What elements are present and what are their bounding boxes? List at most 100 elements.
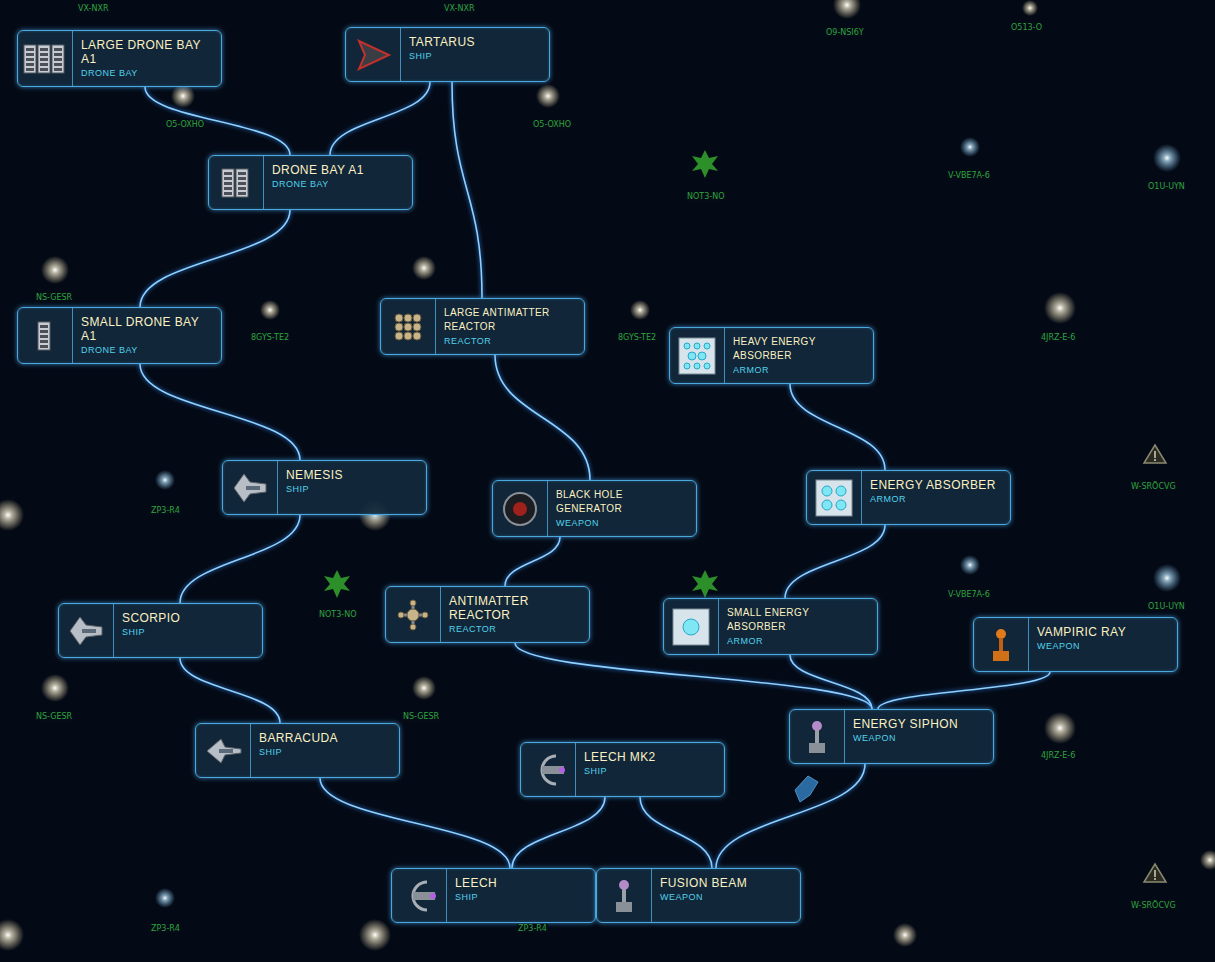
system-name: W-SRÖCVG	[1130, 482, 1177, 491]
item-name: LEECH	[455, 876, 587, 890]
icon-rayp	[602, 876, 646, 916]
item-icon	[381, 299, 436, 354]
tech-link	[180, 658, 280, 723]
tech-box: SMALL ENERGY ABSORBERARMOR	[663, 598, 878, 655]
tech-box: LARGE ANTIMATTER REACTORREACTOR	[380, 298, 585, 355]
text-area: LEECH MK2SHIP	[576, 743, 724, 796]
item-icon	[59, 604, 114, 657]
text-area: FUSION BEAMWEAPON	[652, 869, 800, 922]
text-area: BLACK HOLE GENERATORWEAPON	[548, 481, 696, 536]
tech-link	[145, 87, 290, 155]
text-area: SMALL ENERGY ABSORBERARMOR	[719, 599, 877, 654]
system-name: VX-NXR	[77, 4, 109, 13]
item-type: ARMOR	[733, 364, 865, 376]
system-name: ZP3-R4	[517, 924, 548, 933]
item-type: WEAPON	[853, 732, 985, 744]
item-name: LARGE DRONE BAY A1	[81, 38, 213, 66]
system-name: NS-GESR	[35, 293, 73, 302]
tech-box: ENERGY SIPHONWEAPON	[789, 709, 994, 764]
system-name: O1U-UYN	[1147, 602, 1186, 611]
item-icon	[974, 618, 1029, 671]
item-icon	[392, 869, 447, 922]
tech-box: ANTIMATTER REACTORREACTOR	[385, 586, 590, 643]
icon-ship	[64, 611, 108, 651]
item-type: WEAPON	[1037, 640, 1169, 652]
item-type: WEAPON	[660, 891, 792, 903]
item-name: ENERGY SIPHON	[853, 717, 985, 731]
tech-box: LARGE DRONE BAY A1DRONE BAY	[17, 30, 222, 87]
system-name: NS-GESR	[402, 712, 440, 721]
text-area: TARTARUSSHIP	[401, 28, 549, 81]
tech-link	[320, 778, 510, 868]
icon-ship	[228, 468, 272, 508]
text-area: VAMPIRIC RAYWEAPON	[1029, 618, 1177, 671]
system-name: 8GYS-TE2	[617, 333, 657, 342]
item-name: NEMESIS	[286, 468, 418, 482]
text-area: LEECHSHIP	[447, 869, 595, 922]
item-icon	[493, 481, 548, 536]
item-name: BARRACUDA	[259, 731, 391, 745]
tech-link	[878, 672, 1050, 709]
text-area: ENERGY SIPHONWEAPON	[845, 710, 993, 763]
icon-bay1	[23, 316, 67, 356]
tech-link	[330, 82, 430, 155]
tech-link	[790, 384, 885, 470]
green-systems	[324, 150, 718, 598]
item-icon	[18, 31, 73, 86]
text-area: DRONE BAY A1DRONE BAY	[264, 156, 412, 209]
tech-box: SMALL DRONE BAY A1DRONE BAY	[17, 307, 222, 364]
item-name: SMALL DRONE BAY A1	[81, 315, 213, 343]
system-name: NOT3-NO	[686, 192, 725, 201]
tech-box: SCORPIOSHIP	[58, 603, 263, 658]
icon-cross	[391, 595, 435, 635]
item-name: LEECH MK2	[584, 750, 716, 764]
item-name: SMALL ENERGY ABSORBER	[727, 606, 869, 634]
icon-bay3	[23, 39, 67, 79]
item-type: ARMOR	[870, 493, 1002, 505]
item-type: REACTOR	[444, 335, 576, 347]
system-name: NS-GESR	[35, 712, 73, 721]
system-name: 4JRZ-E-6	[1040, 333, 1076, 342]
icon-arm3	[675, 336, 719, 376]
tech-link	[716, 764, 865, 868]
text-area: ANTIMATTER REACTORREACTOR	[441, 587, 589, 642]
item-icon	[18, 308, 73, 363]
tech-link	[512, 797, 605, 868]
item-type: SHIP	[286, 483, 418, 495]
icon-grid	[386, 307, 430, 347]
text-area: SCORPIOSHIP	[114, 604, 262, 657]
icon-arm1	[669, 607, 713, 647]
tech-box: VAMPIRIC RAYWEAPON	[973, 617, 1178, 672]
text-area: HEAVY ENERGY ABSORBERARMOR	[725, 328, 873, 383]
system-name: NOT3-NO	[318, 610, 357, 619]
system-name: O5-OXHO	[532, 120, 572, 129]
icon-rayp	[795, 717, 839, 757]
item-type: SHIP	[455, 891, 587, 903]
icon-hole	[498, 489, 542, 529]
system-name: ZP3-R4	[150, 506, 181, 515]
tech-box: LEECH MK2SHIP	[520, 742, 725, 797]
icon-tri	[351, 35, 395, 75]
text-area: BARRACUDASHIP	[251, 724, 399, 777]
system-name: V-VBE7A-6	[947, 171, 991, 180]
item-name: DRONE BAY A1	[272, 163, 404, 177]
tech-link	[452, 82, 482, 298]
item-name: SCORPIO	[122, 611, 254, 625]
system-name: V-VBE7A-6	[947, 590, 991, 599]
tech-box: TARTARUSSHIP	[345, 27, 550, 82]
text-area: LARGE ANTIMATTER REACTORREACTOR	[436, 299, 584, 354]
item-icon	[790, 710, 845, 763]
item-type: REACTOR	[449, 623, 581, 635]
tech-link	[180, 515, 300, 603]
text-area: ENERGY ABSORBERARMOR	[862, 471, 1010, 524]
item-icon	[196, 724, 251, 777]
tech-box: HEAVY ENERGY ABSORBERARMOR	[669, 327, 874, 384]
icon-leech	[397, 876, 441, 916]
item-type: SHIP	[122, 626, 254, 638]
system-name: 4JRZ-E-6	[1040, 751, 1076, 760]
item-icon	[223, 461, 278, 514]
system-name: W-SRÖCVG	[1130, 901, 1177, 910]
text-area: NEMESISSHIP	[278, 461, 426, 514]
item-name: ENERGY ABSORBER	[870, 478, 1002, 492]
